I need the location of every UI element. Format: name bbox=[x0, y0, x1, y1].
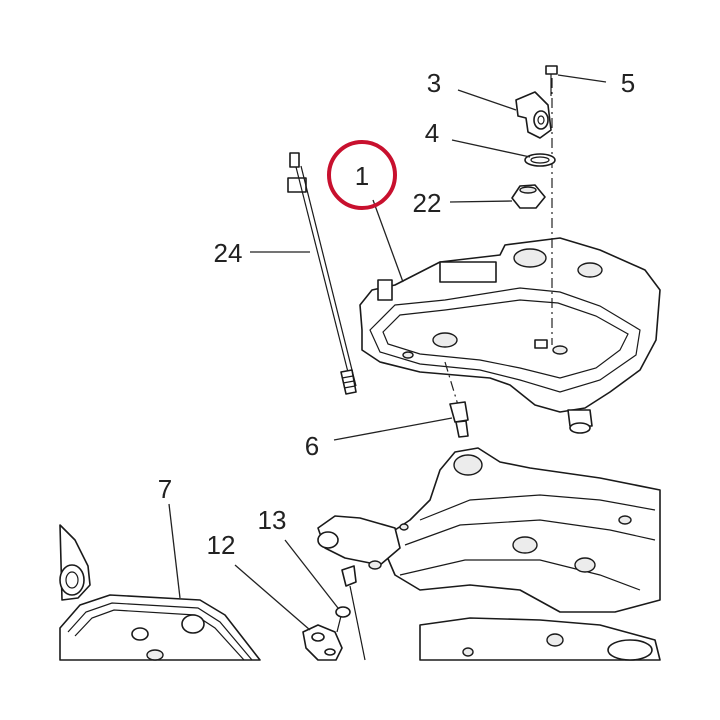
leader-line-5 bbox=[557, 74, 607, 83]
leader-line-22 bbox=[449, 200, 513, 203]
callout-12[interactable]: 12 bbox=[207, 530, 236, 560]
part-4-oring bbox=[524, 153, 556, 167]
part-3-elbow bbox=[515, 91, 552, 139]
leader-line-7 bbox=[168, 503, 181, 599]
part-1-housing bbox=[359, 237, 661, 434]
callout-5[interactable]: 5 bbox=[621, 68, 635, 98]
leader-line-6 bbox=[333, 417, 453, 441]
callout-7[interactable]: 7 bbox=[158, 474, 172, 504]
leader-lines bbox=[168, 74, 607, 631]
leader-line-3 bbox=[457, 89, 517, 111]
part-6-sensor bbox=[449, 401, 469, 438]
part-12-bracket bbox=[302, 624, 343, 661]
callout-4[interactable]: 4 bbox=[425, 118, 439, 148]
part-5-screw bbox=[545, 65, 558, 96]
callout-1[interactable]: 1 bbox=[355, 161, 369, 191]
callout-1-highlight-ring bbox=[327, 140, 397, 210]
callout-22[interactable]: 22 bbox=[413, 188, 442, 218]
callout-6[interactable]: 6 bbox=[305, 431, 319, 461]
assembly-axis-line-sensor bbox=[444, 361, 459, 406]
lower-frame-assembly bbox=[317, 447, 661, 661]
callout-3[interactable]: 3 bbox=[427, 68, 441, 98]
leader-line-13 bbox=[284, 539, 339, 609]
leader-line-4 bbox=[451, 139, 531, 158]
part-7-cover bbox=[59, 524, 261, 661]
part-13-bolt bbox=[335, 565, 366, 661]
part-22-grommet bbox=[511, 184, 546, 209]
callout-13[interactable]: 13 bbox=[258, 505, 287, 535]
leader-line-12 bbox=[234, 564, 311, 631]
part-24-rod bbox=[287, 152, 357, 395]
callout-24[interactable]: 24 bbox=[214, 238, 243, 268]
callout-labels: 1 3 4 5 22 24 6 7 12 13 bbox=[158, 68, 635, 560]
leader-line-1 bbox=[372, 199, 404, 283]
